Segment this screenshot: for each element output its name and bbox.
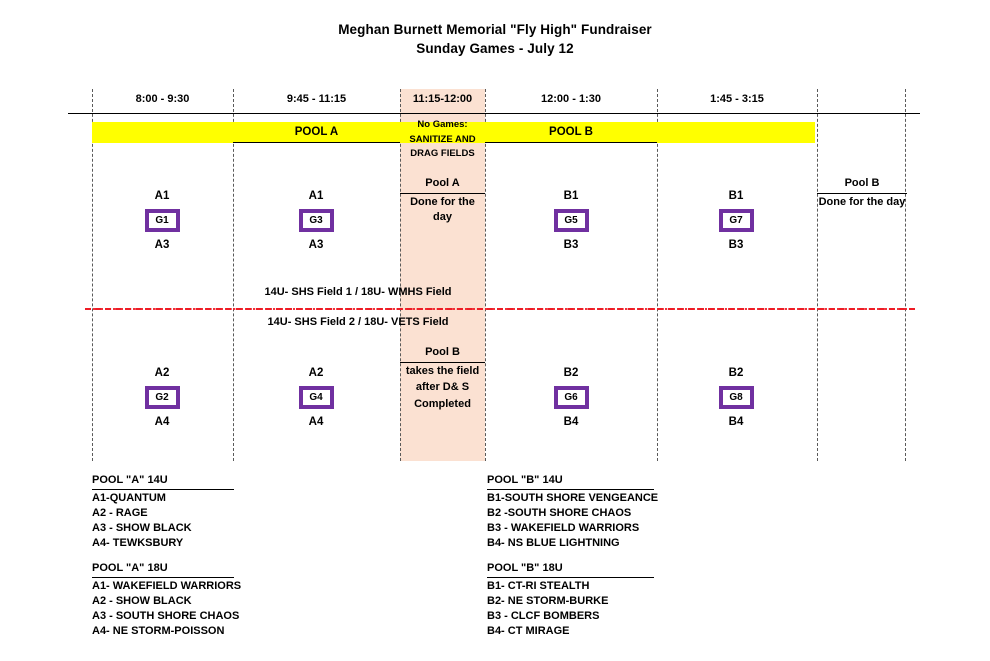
note-pool-a-done-body: Done for the day (410, 195, 475, 224)
sanitize-note: No Games: SANITIZE AND DRAG FIELDS (400, 118, 485, 162)
roster-pool-a-18u-team-4: A4- NE STORM-POISSON (92, 624, 225, 637)
game-g1-team-top: A1 (154, 190, 170, 202)
game-cell-g6[interactable]: B2 G6 B4 (511, 365, 631, 430)
game-g1-box[interactable]: G1 (144, 209, 180, 232)
note-pool-b-takes-field-head: Pool B (400, 345, 485, 363)
game-g5-team-top: B1 (563, 190, 579, 202)
game-g5-box[interactable]: G5 (553, 209, 589, 232)
field-divider-line (85, 308, 915, 310)
pool-a-band-label: POOL A (233, 125, 400, 143)
pool-band-highlight (92, 122, 815, 143)
game-g8-box[interactable]: G8 (718, 386, 754, 409)
game-g5-team-bottom: B3 (563, 239, 579, 251)
roster-pool-b-18u-heading: POOL "B" 18U (487, 561, 654, 578)
column-divider-1 (92, 89, 93, 461)
sanitize-note-line-1: No Games: (417, 119, 468, 130)
note-pool-b-takes-field-line1: takes the field (405, 364, 480, 377)
field-label-lower: 14U- SHS Field 2 / 18U- VETS Field (267, 316, 449, 328)
game-g4-team-bottom: A4 (308, 416, 324, 428)
roster-pool-a-18u-team-2: A2 - SHOW BLACK (92, 594, 192, 607)
note-pool-a-done-head: Pool A (400, 176, 485, 194)
column-divider-6 (817, 89, 818, 461)
field-label-upper: 14U- SHS Field 1 / 18U- WMHS Field (264, 286, 452, 298)
game-cell-g7[interactable]: B1 G7 B3 (676, 188, 796, 253)
roster-pool-b-14u-team-4: B4- NS BLUE LIGHTNING (487, 536, 620, 549)
roster-pool-b-14u: POOL "B" 14U B1-SOUTH SHORE VENGEANCE B2… (487, 473, 659, 551)
game-cell-g2[interactable]: A2 G2 A4 (102, 365, 222, 430)
time-slot-header-5: 1:45 - 3:15 (710, 93, 764, 105)
game-g6-box[interactable]: G6 (553, 386, 589, 409)
column-divider-2 (233, 89, 234, 461)
game-g7-team-bottom: B3 (728, 239, 744, 251)
game-g4-box[interactable]: G4 (298, 386, 334, 409)
note-pool-b-done: Pool B Done for the day (817, 176, 907, 210)
roster-pool-b-14u-team-2: B2 -SOUTH SHORE CHAOS (487, 506, 632, 519)
time-slot-header-2: 9:45 - 11:15 (286, 93, 347, 105)
page-title: Meghan Burnett Memorial "Fly High" Fundr… (0, 20, 990, 58)
game-g1-team-bottom: A3 (154, 239, 170, 251)
note-pool-b-takes-field-line3: Completed (414, 397, 471, 410)
column-divider-4 (485, 89, 486, 461)
game-g3-box[interactable]: G3 (298, 209, 334, 232)
roster-pool-a-14u-team-1: A1-QUANTUM (92, 491, 166, 504)
roster-pool-a-14u-team-4: A4- TEWKSBURY (92, 536, 184, 549)
note-pool-b-takes-field: Pool B takes the field after D& S Comple… (400, 345, 485, 412)
title-line-1: Meghan Burnett Memorial "Fly High" Fundr… (338, 22, 652, 37)
roster-pool-b-18u: POOL "B" 18U B1- CT-RI STEALTH B2- NE ST… (487, 561, 654, 639)
roster-pool-a-18u-team-1: A1- WAKEFIELD WARRIORS (92, 579, 242, 592)
game-cell-g8[interactable]: B2 G8 B4 (676, 365, 796, 430)
game-g6-team-bottom: B4 (563, 416, 579, 428)
roster-pool-b-18u-team-2: B2- NE STORM-BURKE (487, 594, 609, 607)
time-slot-header-4: 12:00 - 1:30 (541, 93, 601, 105)
game-cell-g1[interactable]: A1 G1 A3 (102, 188, 222, 253)
header-rule (68, 113, 920, 114)
game-g2-team-bottom: A4 (154, 416, 170, 428)
roster-pool-b-14u-team-3: B3 - WAKEFIELD WARRIORS (487, 521, 640, 534)
game-g3-team-bottom: A3 (308, 239, 324, 251)
title-line-2: Sunday Games - July 12 (416, 41, 574, 56)
game-g8-team-top: B2 (728, 367, 744, 379)
game-g7-box[interactable]: G7 (718, 209, 754, 232)
sanitize-note-line-2: SANITIZE AND (409, 133, 476, 145)
pool-b-band-label: POOL B (485, 125, 657, 143)
game-cell-g5[interactable]: B1 G5 B3 (511, 188, 631, 253)
game-cell-g3[interactable]: A1 G3 A3 (256, 188, 376, 253)
time-slot-header-3: 11:15-12:00 (412, 93, 473, 105)
roster-pool-a-14u-team-2: A2 - RAGE (92, 506, 148, 519)
roster-pool-b-18u-team-4: B4- CT MIRAGE (487, 624, 570, 637)
roster-pool-a-18u-team-3: A3 - SOUTH SHORE CHAOS (92, 609, 240, 622)
game-g4-team-top: A2 (308, 367, 324, 379)
game-cell-g4[interactable]: A2 G4 A4 (256, 365, 376, 430)
roster-pool-a-18u: POOL "A" 18U A1- WAKEFIELD WARRIORS A2 -… (92, 561, 242, 639)
roster-pool-a-14u-team-3: A3 - SHOW BLACK (92, 521, 192, 534)
game-g3-team-top: A1 (308, 190, 324, 202)
note-pool-a-done: Pool A Done for the day (400, 176, 485, 226)
column-divider-5 (657, 89, 658, 461)
roster-pool-b-18u-team-1: B1- CT-RI STEALTH (487, 579, 590, 592)
game-g2-team-top: A2 (154, 367, 170, 379)
roster-pool-b-14u-team-1: B1-SOUTH SHORE VENGEANCE (487, 491, 659, 504)
note-pool-b-takes-field-line2: after D& S (415, 381, 470, 393)
sanitize-note-line-3: DRAG FIELDS (410, 148, 475, 159)
game-g2-box[interactable]: G2 (144, 386, 180, 409)
game-g7-team-top: B1 (728, 190, 744, 202)
game-g8-team-bottom: B4 (728, 416, 744, 428)
note-pool-b-done-head: Pool B (817, 176, 907, 194)
roster-pool-b-18u-team-3: B3 - CLCF BOMBERS (487, 609, 600, 622)
roster-pool-b-14u-heading: POOL "B" 14U (487, 473, 654, 490)
note-pool-b-done-body: Done for the day (818, 195, 906, 208)
roster-pool-a-18u-heading: POOL "A" 18U (92, 561, 234, 578)
game-g6-team-top: B2 (563, 367, 579, 379)
column-divider-7 (905, 89, 906, 461)
time-slot-header-1: 8:00 - 9:30 (135, 93, 190, 105)
roster-pool-a-14u: POOL "A" 14U A1-QUANTUM A2 - RAGE A3 - S… (92, 473, 234, 551)
column-divider-3 (400, 89, 401, 461)
roster-pool-a-14u-heading: POOL "A" 14U (92, 473, 234, 490)
sanitize-column-highlight (400, 89, 485, 461)
